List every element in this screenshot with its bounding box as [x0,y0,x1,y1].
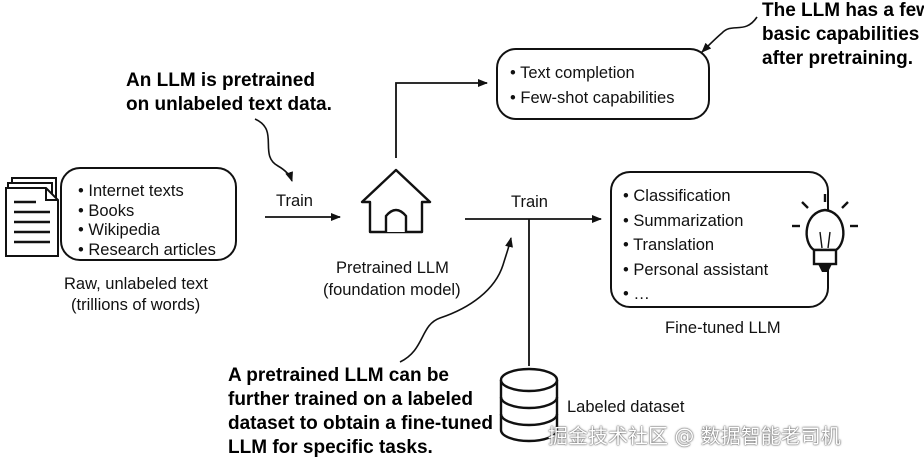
annotation-capabilities-2: basic capabilities [762,24,920,45]
finetuned-item: Summarization [623,209,827,234]
database-icon [499,367,559,443]
annotation-finetune-4: LLM for specific tasks. [228,437,433,458]
finetuned-item: Personal assistant [623,258,827,283]
capabilities-annotation-arrow [701,16,758,53]
finetuned-item: Classification [623,184,827,209]
raw-text-box: Internet texts Books Wikipedia Research … [60,167,237,261]
lightbulb-icon [792,194,858,272]
pretrained-caption-1: Pretrained LLM [336,259,449,277]
raw-text-caption-1: Raw, unlabeled text [64,275,209,293]
finetuned-box: Classification Summarization Translation… [610,171,829,308]
house-icon [360,168,432,234]
capability-item: Few-shot capabilities [510,86,708,111]
annotation-capabilities-3: after pretraining. [762,48,913,69]
capabilities-arrow [395,79,488,158]
raw-text-caption-2: (trillions of words) [71,296,201,314]
dataset-caption: Labeled dataset [567,398,685,416]
pretrained-caption-2: (foundation model) [323,281,461,299]
finetuned-caption: Fine-tuned LLM [665,319,781,337]
pretrained-annotation-arrow [254,118,293,182]
train-label-1: Train [276,192,313,210]
annotation-capabilities-1: The LLM has a few [762,0,924,21]
raw-text-item: Internet texts [78,179,235,204]
finetuned-item: Translation [623,233,827,258]
watermark: 掘金技术社区 @ 数据智能老司机 [548,424,841,448]
raw-text-list: Internet texts Books Wikipedia Research … [78,179,235,262]
annotation-finetune-2: further trained on a labeled [228,389,473,410]
capability-item: Text completion [510,61,708,86]
annotation-finetune-3: dataset to obtain a fine-tuned [228,413,493,434]
annotation-pretrained-2: on unlabeled text data. [126,94,332,115]
finetuned-item: … [623,282,827,307]
document-icon [5,177,59,257]
annotation-pretrained-1: An LLM is pretrained [126,70,315,91]
raw-text-item: Research articles [78,238,235,263]
finetune-annotation-arrow [399,237,513,363]
raw-text-item: Books [78,199,235,224]
train-label-2: Train [511,193,548,211]
annotation-finetune-1: A pretrained LLM can be [228,365,449,386]
capabilities-list: Text completion Few-shot capabilities [510,61,708,110]
finetuned-list: Classification Summarization Translation… [623,184,827,307]
capabilities-box: Text completion Few-shot capabilities [496,48,710,120]
raw-text-item: Wikipedia [78,218,235,243]
